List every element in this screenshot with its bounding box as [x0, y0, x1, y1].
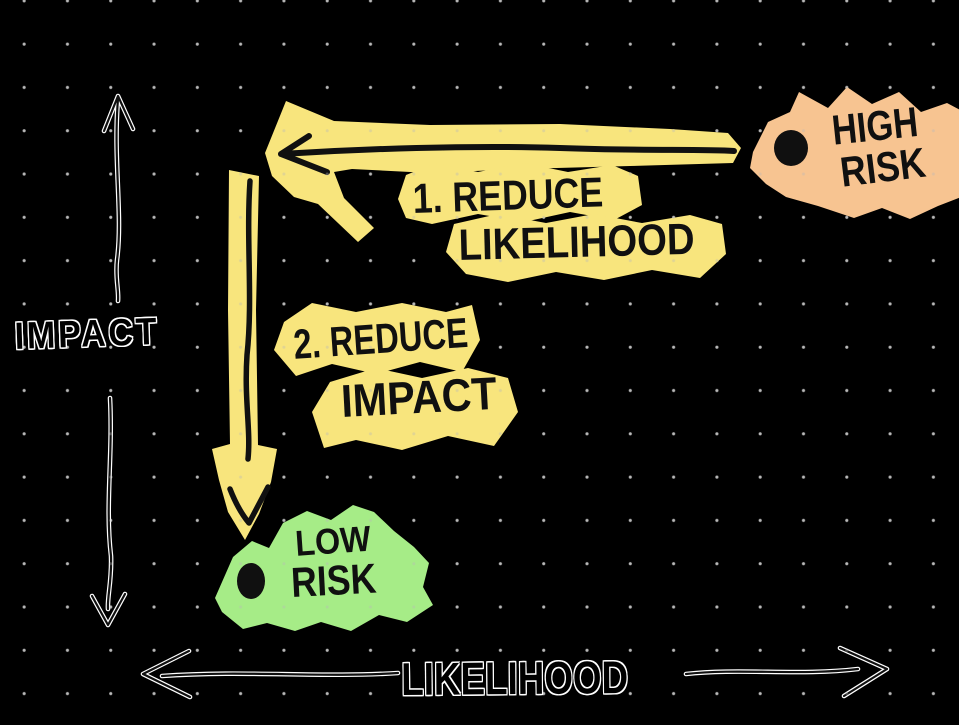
low-risk-point-dot	[237, 563, 265, 599]
reduce-likelihood-arrow[interactable]	[265, 101, 741, 242]
step2-highlight[interactable]	[274, 303, 518, 450]
reduce-likelihood-arrow-ink	[278, 133, 737, 175]
impact-axis-ink	[90, 94, 135, 627]
likelihood-axis-arrow[interactable]	[140, 645, 890, 700]
step1-label-line2[interactable]: LIKELIHOOD	[457, 214, 696, 270]
reduce-impact-arrow[interactable]	[212, 170, 277, 540]
step1-highlight[interactable]	[398, 163, 726, 282]
impact-axis-label[interactable]: IMPACT	[13, 310, 161, 358]
high-risk-blob	[750, 87, 959, 219]
likelihood-axis-label[interactable]: LIKELIHOOD	[400, 651, 629, 705]
impact-axis-halo	[89, 93, 136, 628]
low-risk-node[interactable]	[215, 505, 433, 631]
reduce-impact-arrow-ink	[227, 178, 271, 526]
likelihood-axis-ink	[141, 646, 889, 699]
reduce-likelihood-arrow-band	[265, 101, 741, 242]
step1-highlight-row1	[398, 163, 642, 224]
step1-label-line1[interactable]: 1. REDUCE	[411, 168, 604, 222]
high-risk-point-dot	[774, 130, 808, 166]
step1-highlight-row2	[446, 214, 726, 282]
high-risk-node[interactable]	[750, 87, 959, 219]
high-risk-label-line2[interactable]: RISK	[837, 138, 929, 196]
step2-label-line2[interactable]: IMPACT	[339, 366, 498, 427]
low-risk-label-line2[interactable]: RISK	[289, 554, 378, 606]
impact-axis-arrow[interactable]	[89, 93, 136, 628]
low-risk-blob	[215, 505, 433, 631]
step2-highlight-row2	[312, 368, 518, 450]
step2-highlight-row1	[274, 303, 480, 376]
